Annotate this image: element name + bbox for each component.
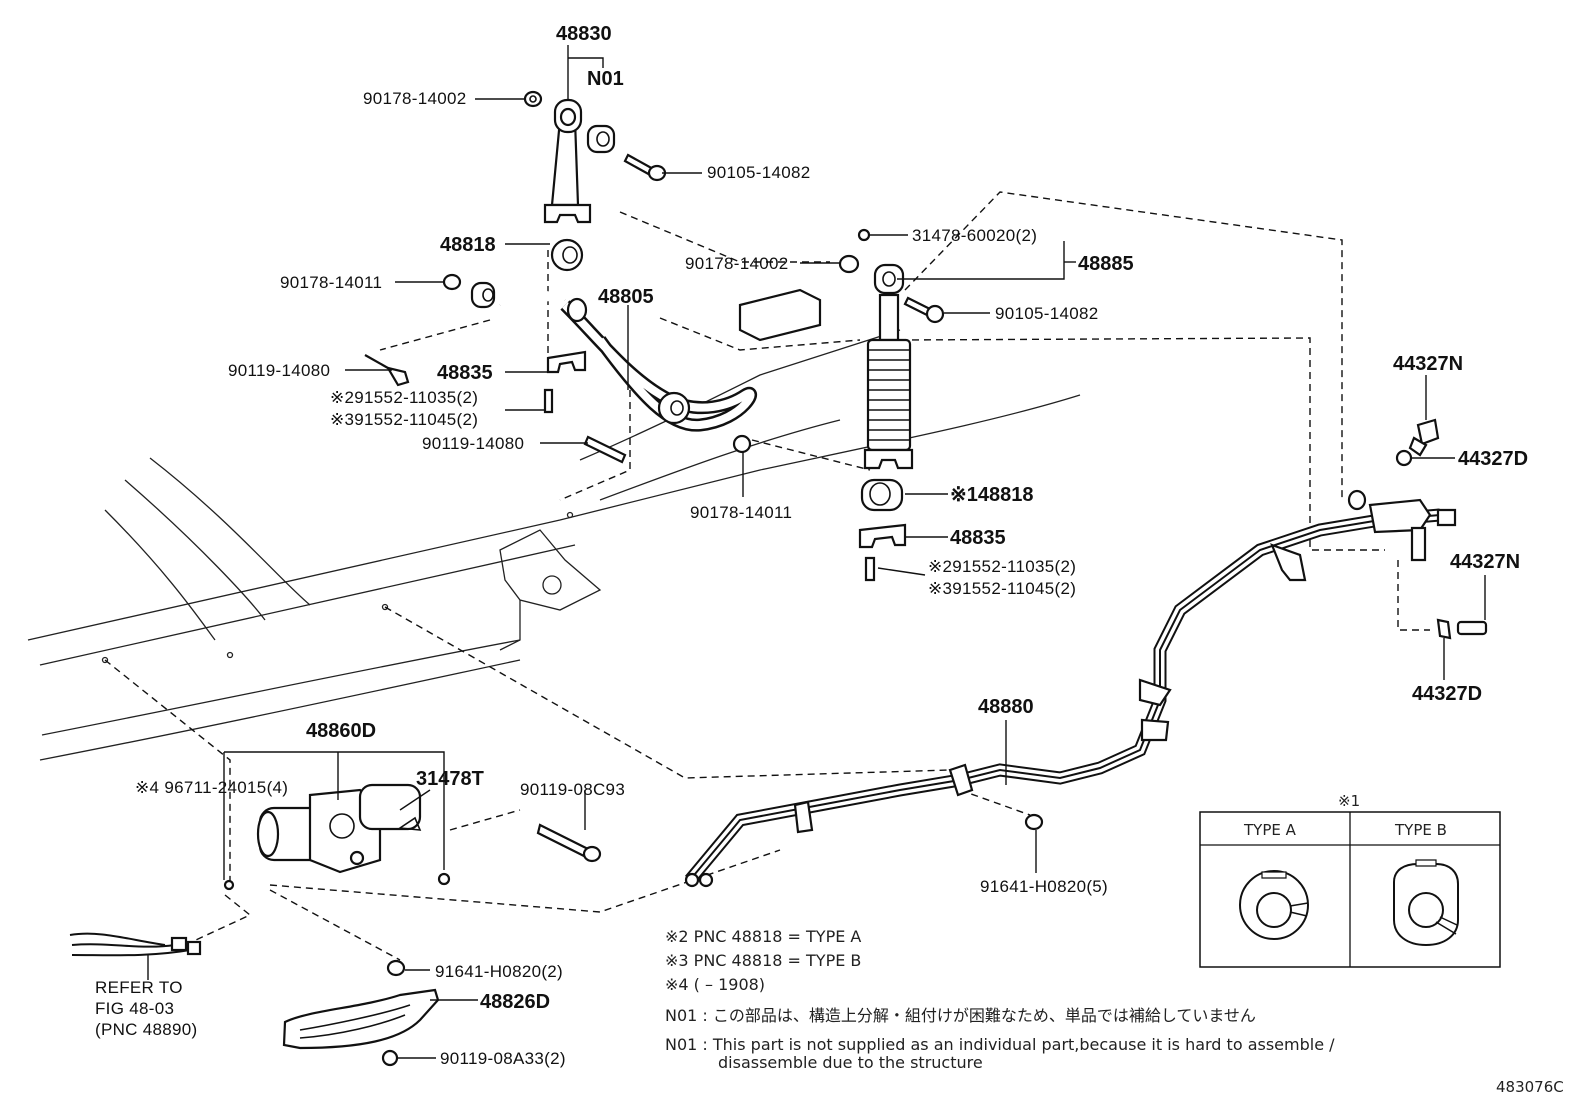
skid-plate-48826D [282, 813, 1044, 1067]
label-44327N-b: 44327N [1450, 551, 1520, 573]
type-table: ※1 TYPE A TYPE B [1199, 792, 1501, 968]
label-96711-24015: ※4 96711-24015(4) [135, 778, 288, 797]
type-b-bushing-icon [1393, 859, 1459, 947]
cylinder-48885 [857, 228, 945, 470]
note-n01-en-2: disassemble due to the structure [718, 1053, 983, 1072]
label-48830: 48830 [556, 23, 612, 45]
label-refer-2: FIG 48-03 [95, 999, 174, 1018]
label-90178-14002-a: 90178-14002 [363, 89, 467, 108]
label-91641-H0820-5: 91641-H0820(5) [980, 877, 1108, 896]
label-48805: 48805 [598, 286, 654, 308]
label-44327D-a: 44327D [1458, 448, 1528, 470]
label-90119-14080-b: 90119-14080 [422, 434, 524, 453]
hydraulic-lines-48880 [684, 489, 1457, 888]
type-b-header: TYPE B [1394, 821, 1447, 839]
label-90119-08C93: 90119-08C93 [520, 780, 625, 799]
label-n01: N01 [587, 68, 624, 90]
assembly-lines [104, 191, 1430, 961]
label-48818-a: 48818 [440, 234, 496, 256]
label-90105-14082-a: 90105-14082 [707, 163, 811, 182]
label-refer-1: REFER TO [95, 978, 183, 997]
note-n01-en-1: N01 : This part is not supplied as an in… [665, 1035, 1335, 1054]
type-table-marker: ※1 [1338, 792, 1360, 810]
fitting-44327 [1395, 418, 1488, 640]
note-3: ※3 PNC 48818 = TYPE B [665, 951, 861, 970]
label-refer-3: (PNC 48890) [95, 1020, 198, 1039]
label-44327D-b: 44327D [1412, 683, 1482, 705]
bushing-group-right [858, 478, 907, 582]
label-90178-14002-b: 90178-14002 [685, 254, 789, 273]
part-labels: 48830 N01 90178-14002 90105-14082 48818 … [95, 23, 1528, 1068]
label-91552-11035-a: ※291552-11035(2) [330, 388, 478, 407]
label-44327N-a: 44327N [1393, 353, 1463, 375]
label-48835-b: 48835 [950, 527, 1006, 549]
label-91552-11045-a: ※391552-11045(2) [330, 410, 478, 429]
label-91641-H0820-2: 91641-H0820(2) [435, 962, 563, 981]
leader-lines [147, 45, 1486, 1059]
label-48860D: 48860D [306, 720, 376, 742]
label-91552-11045-b: ※391552-11045(2) [928, 579, 1076, 598]
label-90178-14011-b: 90178-14011 [690, 503, 792, 522]
label-90119-14080-a: 90119-14080 [228, 361, 330, 380]
bushing-group-left [364, 238, 587, 414]
label-48835-a: 48835 [437, 362, 493, 384]
label-31478-60020: 31478-60020(2) [912, 226, 1037, 245]
label-48818-b: ※148818 [950, 484, 1034, 506]
note-n01-jp: N01 : この部品は、構造上分解・組付けが困難なため、単品では補給していません [665, 1006, 1256, 1025]
type-a-header: TYPE A [1243, 821, 1297, 839]
stabilizer-bar-48805 [498, 290, 757, 464]
footnotes: ※2 PNC 48818 = TYPE A ※3 PNC 48818 = TYP… [665, 927, 1564, 1096]
label-31478T: 31478T [416, 768, 484, 790]
bracket-center [738, 254, 860, 342]
actuator-48860D [223, 783, 602, 891]
label-91552-11035-b: ※291552-11035(2) [928, 557, 1076, 576]
label-90119-08A33: 90119-08A33(2) [440, 1049, 566, 1068]
label-48880: 48880 [978, 696, 1034, 718]
stabilizer-link-48830 [523, 90, 667, 224]
vehicle-frame [27, 329, 1081, 761]
hose-lines-left [69, 932, 202, 957]
note-2: ※2 PNC 48818 = TYPE A [665, 927, 861, 946]
label-90178-14011-a: 90178-14011 [280, 273, 382, 292]
label-90105-14082-b: 90105-14082 [995, 304, 1099, 323]
note-4: ※4 ( – 1908) [665, 975, 765, 994]
label-48826D: 48826D [480, 991, 550, 1013]
type-a-bushing-icon [1239, 870, 1309, 940]
label-48885: 48885 [1078, 253, 1134, 275]
figure-id: 483076C [1496, 1078, 1564, 1096]
